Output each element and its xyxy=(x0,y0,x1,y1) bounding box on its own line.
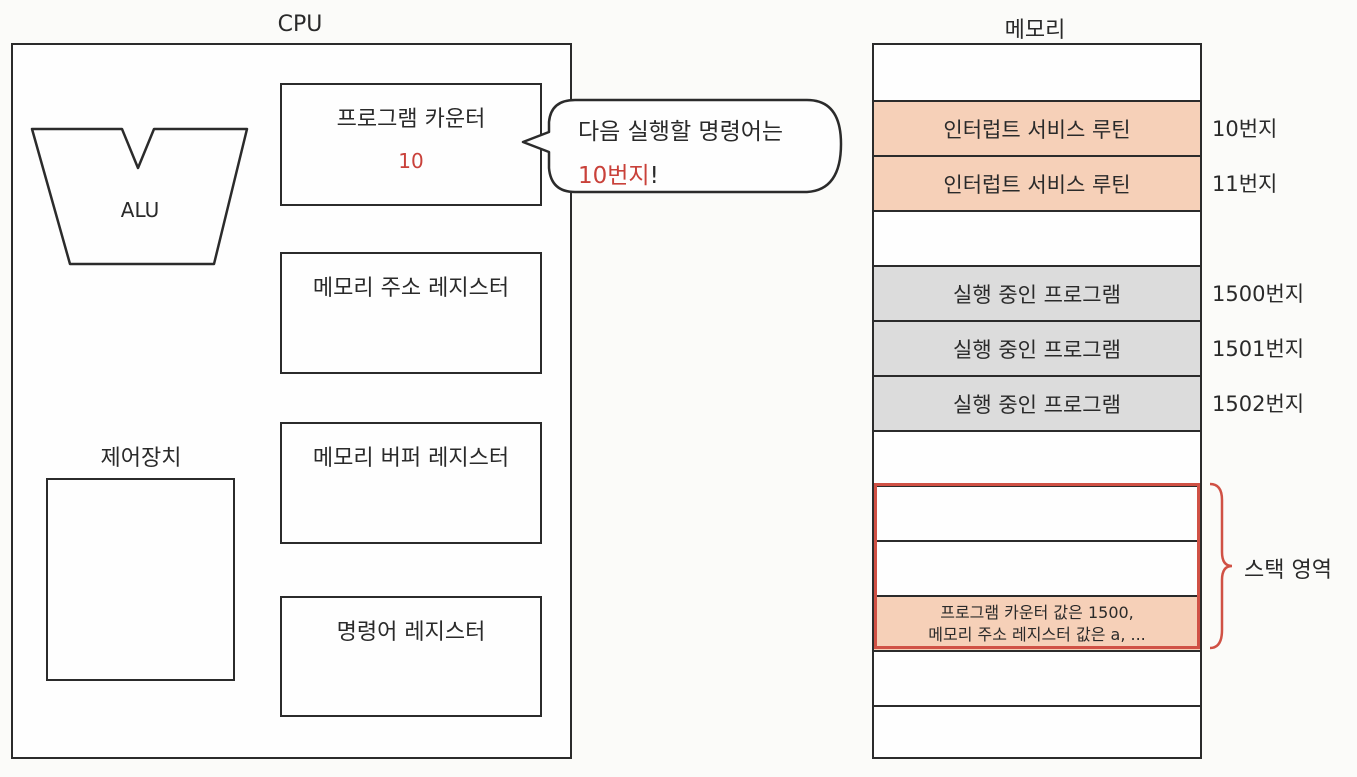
bubble-line2: 10번지! xyxy=(578,156,838,190)
memory-cell xyxy=(874,430,1200,485)
register-label: 명령어 레지스터 xyxy=(336,620,486,645)
alu-label: ALU xyxy=(120,198,160,222)
memory-cell: 실행 중인 프로그램 xyxy=(874,375,1200,430)
memory-address-label: 1501번지 xyxy=(1212,336,1305,361)
memory-address-label: 1502번지 xyxy=(1212,391,1305,416)
control-unit-label: 제어장치 xyxy=(100,446,182,471)
register-value: 10 xyxy=(398,149,424,173)
memory-cell: 프로그램 카운터 값은 1500, 메모리 주소 레지스터 값은 a, ... xyxy=(874,595,1200,650)
memory-cell-text: 실행 중인 프로그램 xyxy=(953,282,1121,307)
register-instruction: 명령어 레지스터 xyxy=(280,596,542,717)
control-unit-box xyxy=(46,478,235,681)
register-memory-buffer: 메모리 버퍼 레지스터 xyxy=(280,422,542,544)
stack-area-highlight xyxy=(874,483,1200,649)
bubble-line1: 다음 실행할 명령어는 xyxy=(578,119,784,145)
memory-cell-text: 인터럽트 서비스 루틴 xyxy=(943,172,1131,197)
register-label: 메모리 주소 레지스터 xyxy=(312,276,510,301)
alu-shape xyxy=(30,127,249,266)
memory-address-label: 1500번지 xyxy=(1212,281,1305,306)
memory-cell-text: 실행 중인 프로그램 xyxy=(953,392,1121,417)
bubble-highlight: 10번지 xyxy=(578,163,650,189)
memory-address-label: 11번지 xyxy=(1212,171,1278,196)
register-label: 프로그램 카운터 xyxy=(336,107,486,132)
bubble-rest: ! xyxy=(649,163,659,189)
stack-area-label: 스택 영역 xyxy=(1244,558,1332,583)
memory-cell-text: 인터럽트 서비스 루틴 xyxy=(943,117,1131,142)
cpu-title: CPU xyxy=(277,12,323,37)
speech-bubble xyxy=(521,98,843,194)
memory-title: 메모리 xyxy=(1004,18,1066,43)
memory-cell xyxy=(874,540,1200,595)
memory-cell-text: 프로그램 카운터 값은 1500, 메모리 주소 레지스터 값은 a, ... xyxy=(928,602,1146,644)
memory-cell-text: 실행 중인 프로그램 xyxy=(953,337,1121,362)
memory-cell: 실행 중인 프로그램 xyxy=(874,265,1200,320)
memory-cell xyxy=(874,650,1200,705)
memory-address-label: 10번지 xyxy=(1212,116,1278,141)
memory-cell xyxy=(874,485,1200,540)
register-program-counter: 프로그램 카운터 10 xyxy=(280,83,542,206)
memory-cell: 인터럽트 서비스 루틴 xyxy=(874,155,1200,210)
memory-cell xyxy=(874,705,1200,760)
memory-cell xyxy=(874,210,1200,265)
memory-cell xyxy=(874,45,1200,100)
memory-cell: 인터럽트 서비스 루틴 xyxy=(874,100,1200,155)
memory-cell: 실행 중인 프로그램 xyxy=(874,320,1200,375)
stack-brace-icon xyxy=(1209,482,1233,650)
register-label: 메모리 버퍼 레지스터 xyxy=(312,446,510,471)
register-memory-address: 메모리 주소 레지스터 xyxy=(280,252,542,374)
